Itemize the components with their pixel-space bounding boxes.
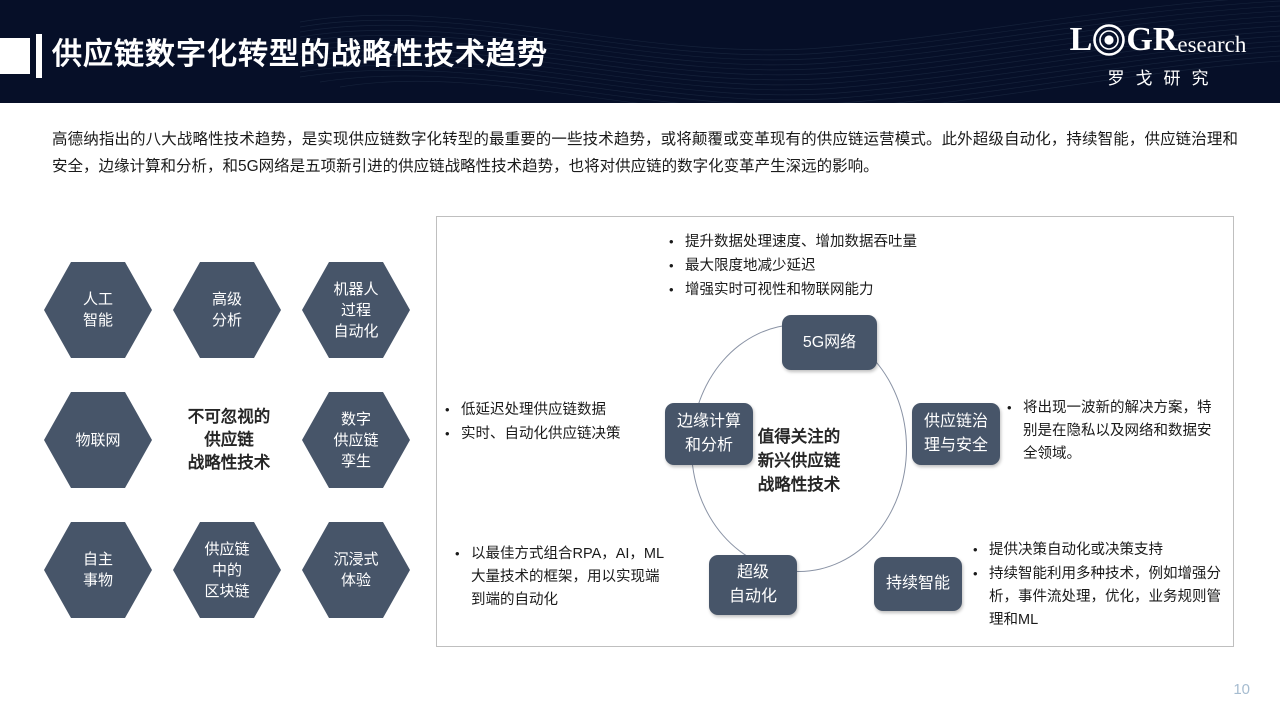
bullet-item: 将出现一波新的解决方案，特别是在隐私以及网络和数据安全领域。 — [1007, 396, 1222, 466]
logo-letter-g: G — [1126, 21, 1153, 58]
title-accent-block — [0, 38, 30, 74]
bullet-item: 实时、自动化供应链决策 — [445, 422, 660, 446]
node-continuous-intelligence: 持续智能 — [874, 557, 962, 611]
intro-paragraph: 高德纳指出的八大战略性技术趋势，是实现供应链数字化转型的最重要的一些技术趋势，或… — [52, 131, 1238, 175]
node-supply-chain-governance-label: 供应链治理与安全 — [923, 413, 988, 454]
bullets-continuous-intelligence: 提供决策自动化或决策支持持续智能利用多种技术，例如增强分析，事件流处理，优化，业… — [973, 538, 1223, 633]
node-5g-network-label: 5G网络 — [802, 333, 857, 351]
bullet-item: 以最佳方式组合RPA，AI，ML大量技术的框架，用以实现端到端的自动化 — [455, 542, 665, 612]
bullet-item: 低延迟处理供应链数据 — [445, 398, 660, 422]
hex-grid-center: 不可忽视的供应链战略性技术 — [165, 392, 293, 488]
node-hyperautomation-label: 超级自动化 — [728, 564, 777, 605]
diagram-center-label: 值得关注的新兴供应链战略性技术 — [757, 428, 841, 494]
node-supply-chain-governance: 供应链治理与安全 — [912, 403, 1000, 465]
hex-blockchain: 供应链中的区块链 — [173, 522, 281, 618]
node-edge-computing: 边缘计算和分析 — [665, 403, 753, 465]
hex-autonomous-label: 自主事物 — [82, 551, 113, 589]
page-title: 供应链数字化转型的战略性技术趋势 — [52, 38, 548, 71]
hex-immersive: 沉浸式体验 — [302, 522, 410, 618]
hex-immersive-label: 沉浸式体验 — [333, 551, 379, 589]
bullets-supply-chain-governance: 将出现一波新的解决方案，特别是在隐私以及网络和数据安全领域。 — [1007, 396, 1222, 467]
hex-iot: 物联网 — [44, 392, 152, 488]
hex-rpa: 机器人过程自动化 — [302, 262, 410, 358]
hex-autonomous: 自主事物 — [44, 522, 152, 618]
emerging-tech-diagram: 5G网络 供应链治理与安全 边缘计算和分析 持续智能 超级自动化 值得关注的新兴… — [436, 216, 1234, 647]
bullets-hyperautomation: 以最佳方式组合RPA，AI，ML大量技术的框架，用以实现端到端的自动化 — [455, 542, 665, 613]
bullet-item: 提供决策自动化或决策支持 — [973, 538, 1223, 562]
hex-rpa-label: 机器人过程自动化 — [333, 280, 379, 340]
hex-twin: 数字供应链孪生 — [302, 392, 410, 488]
hex-twin-label: 数字供应链孪生 — [333, 410, 379, 470]
bullet-item: 增强实时可视性和物联网能力 — [669, 278, 999, 302]
page-number: 10 — [1233, 681, 1250, 698]
bullets-edge-computing: 低延迟处理供应链数据实时、自动化供应链决策 — [445, 398, 660, 447]
slide-header: 供应链数字化转型的战略性技术趋势 L G R esearch 罗戈研究 — [0, 0, 1280, 103]
logo-wordmark: L G R esearch — [1058, 22, 1258, 58]
bullet-item: 提升数据处理速度、增加数据吞吐量 — [669, 230, 999, 254]
node-5g-network: 5G网络 — [782, 315, 877, 370]
hex-ai-label: 人工智能 — [82, 291, 113, 329]
logo-target-icon — [1093, 24, 1126, 56]
node-edge-computing-label: 边缘计算和分析 — [676, 413, 741, 454]
node-hyperautomation: 超级自动化 — [709, 555, 797, 615]
hexagon-grid: 人工智能 高级分析 机器人过程自动化 物联网 数字供应链孪生 自主事物 供应链中… — [44, 262, 414, 618]
logo-chinese-name: 罗戈研究 — [1107, 69, 1220, 88]
logo-letter-r: R — [1152, 21, 1178, 58]
bullets-5g-network: 提升数据处理速度、增加数据吞吐量最大限度地减少延迟增强实时可视性和物联网能力 — [669, 230, 999, 303]
hex-analytics-label: 高级分析 — [211, 291, 242, 329]
logo-letter-l: L — [1069, 21, 1093, 58]
brand-logo: L G R esearch 罗戈研究 — [1058, 22, 1258, 89]
hex-grid-center-label: 不可忽视的供应链战略性技术 — [187, 407, 271, 472]
hex-analytics: 高级分析 — [173, 262, 281, 358]
bullet-item: 持续智能利用多种技术，例如增强分析，事件流处理，优化，业务规则管理和ML — [973, 562, 1223, 632]
node-continuous-intelligence-label: 持续智能 — [885, 575, 950, 592]
hex-iot-label: 物联网 — [75, 431, 121, 449]
hex-blockchain-label: 供应链中的区块链 — [204, 540, 250, 600]
logo-research-text: esearch — [1177, 32, 1247, 57]
title-accent-bar — [36, 34, 42, 78]
hex-ai: 人工智能 — [44, 262, 152, 358]
bullet-item: 最大限度地减少延迟 — [669, 254, 999, 278]
header-wave-decoration — [299, 0, 1280, 103]
